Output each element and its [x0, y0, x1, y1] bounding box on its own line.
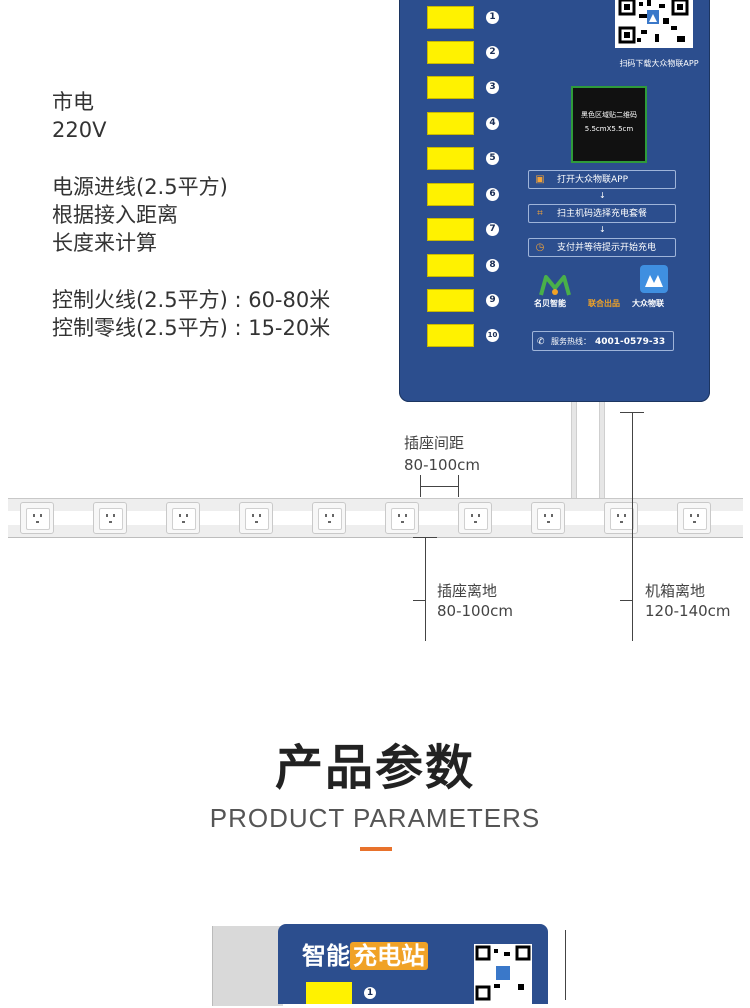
slot-number: 1 — [364, 987, 376, 999]
dimension-line — [620, 600, 632, 601]
product-front: 智能充电站 1 — [278, 924, 548, 1004]
slot-number: 6 — [486, 188, 499, 201]
clock-icon: ◷ — [535, 242, 545, 253]
qr-code-icon — [475, 945, 531, 1001]
slot-number: 5 — [486, 152, 499, 165]
cable — [599, 402, 605, 498]
product-side — [212, 926, 283, 1006]
slot-number: 4 — [486, 117, 499, 130]
step-label: 支付并等待提示开始充电 — [557, 243, 657, 253]
sticker-label: 黑色区域贴二维码 — [581, 111, 637, 119]
dimension-line — [458, 475, 459, 497]
socket-slot — [427, 289, 474, 312]
product-title: 智能充电站 — [302, 936, 428, 971]
dimension-line — [425, 537, 426, 641]
voltage: 220V — [52, 118, 107, 142]
wiring-line-3: 长度来计算 — [52, 231, 157, 255]
product-title-a: 智能 — [302, 942, 350, 970]
hotline-label: 服务热线： — [551, 337, 591, 346]
qr-code — [615, 0, 693, 48]
brand-name: 名贝智能 — [534, 299, 566, 308]
dimension-line — [420, 486, 458, 487]
dazhong-logo-icon — [640, 265, 668, 293]
socket-slot — [427, 112, 474, 135]
socket — [93, 502, 127, 534]
socket — [166, 502, 200, 534]
socket — [20, 502, 54, 534]
qr-caption: 扫码下载大众物联APP — [619, 59, 699, 68]
box-height-title: 机箱离地 — [645, 582, 706, 600]
socket-spacing-value: 80-100cm — [404, 456, 480, 474]
section-title: 产品参数 — [274, 740, 475, 796]
wiring-line-1: 电源进线(2.5平方) — [52, 175, 228, 199]
dimension-line — [565, 930, 566, 1000]
brand-name: 大众物联 — [632, 299, 664, 308]
slot-number: 2 — [486, 46, 499, 59]
dimension-line — [620, 412, 644, 413]
step-label: 打开大众物联APP — [557, 175, 629, 185]
power-info: 市电 220V — [52, 88, 106, 144]
socket-slot — [306, 982, 352, 1004]
dimension-line — [413, 600, 425, 601]
phone-handset-icon: ✆ — [537, 337, 545, 347]
wiring-info: 电源进线(2.5平方) 根据接入距离 长度来计算 — [52, 173, 228, 257]
step-open-app: ▣ 打开大众物联APP — [528, 170, 676, 189]
socket-slot — [427, 254, 474, 277]
socket-slot — [427, 76, 474, 99]
step-scan-code: ⌗ 扫主机码选择充电套餐 — [528, 204, 676, 223]
dimension-line — [632, 412, 633, 641]
live-wire-length: 控制火线(2.5平方) : 60-80米 — [52, 288, 331, 312]
socket-slot — [427, 147, 474, 170]
socket — [239, 502, 273, 534]
slot-number: 8 — [486, 259, 499, 272]
socket-height-value: 80-100cm — [437, 602, 513, 620]
neutral-wire-length: 控制零线(2.5平方) : 15-20米 — [52, 316, 331, 340]
wiring-line-2: 根据接入距离 — [52, 203, 178, 227]
product-qr — [474, 944, 532, 1004]
slot-number: 9 — [486, 294, 499, 307]
arrow-down-icon: ↓ — [599, 225, 606, 234]
dimension-line — [413, 537, 437, 538]
socket-rail — [8, 498, 743, 538]
socket-slot — [427, 183, 474, 206]
socket — [677, 502, 711, 534]
sticker-size: 5.5cmX5.5cm — [584, 125, 634, 133]
wire-lengths: 控制火线(2.5平方) : 60-80米 控制零线(2.5平方) : 15-20… — [52, 286, 330, 342]
title-accent-bar — [360, 847, 392, 851]
box-height-value: 120-140cm — [645, 602, 731, 620]
socket-spacing-title: 插座间距 — [404, 434, 465, 452]
cable — [571, 402, 577, 498]
product-title-b: 充电站 — [350, 942, 428, 970]
slot-number: 1 — [486, 11, 499, 24]
socket-slot — [427, 41, 474, 64]
scan-icon: ⌗ — [537, 208, 543, 219]
hotline-number: 4001-0579-33 — [595, 337, 666, 347]
qr-sticker-area: 黑色区域贴二维码 5.5cmX5.5cm — [571, 86, 647, 163]
step-pay: ◷ 支付并等待提示开始充电 — [528, 238, 676, 257]
qr-code-icon — [615, 0, 693, 48]
section-subtitle: PRODUCT PARAMETERS — [209, 803, 541, 833]
slot-number: 7 — [486, 223, 499, 236]
slot-number: 3 — [486, 81, 499, 94]
m-logo-icon — [539, 275, 571, 296]
socket — [458, 502, 492, 534]
arrow-down-icon: ↓ — [599, 191, 606, 200]
socket-slot — [427, 218, 474, 241]
socket — [531, 502, 565, 534]
power-title: 市电 — [52, 90, 94, 114]
socket-slot — [427, 324, 474, 347]
socket — [385, 502, 419, 534]
step-label: 扫主机码选择充电套餐 — [557, 209, 648, 219]
socket-slot — [427, 6, 474, 29]
service-hotline: ✆ 服务热线： 4001-0579-33 — [532, 331, 674, 351]
charging-cabinet-panel: 1 2 3 4 5 6 7 8 9 10 扫码下载大众物联APP — [399, 0, 710, 402]
brand-joint: 联合出品 — [588, 299, 620, 308]
socket — [312, 502, 346, 534]
socket-height-title: 插座离地 — [437, 582, 498, 600]
phone-icon: ▣ — [535, 174, 545, 185]
slot-number: 10 — [486, 329, 499, 342]
brand-logos: 名贝智能 联合出品 大众物联 — [534, 265, 684, 315]
